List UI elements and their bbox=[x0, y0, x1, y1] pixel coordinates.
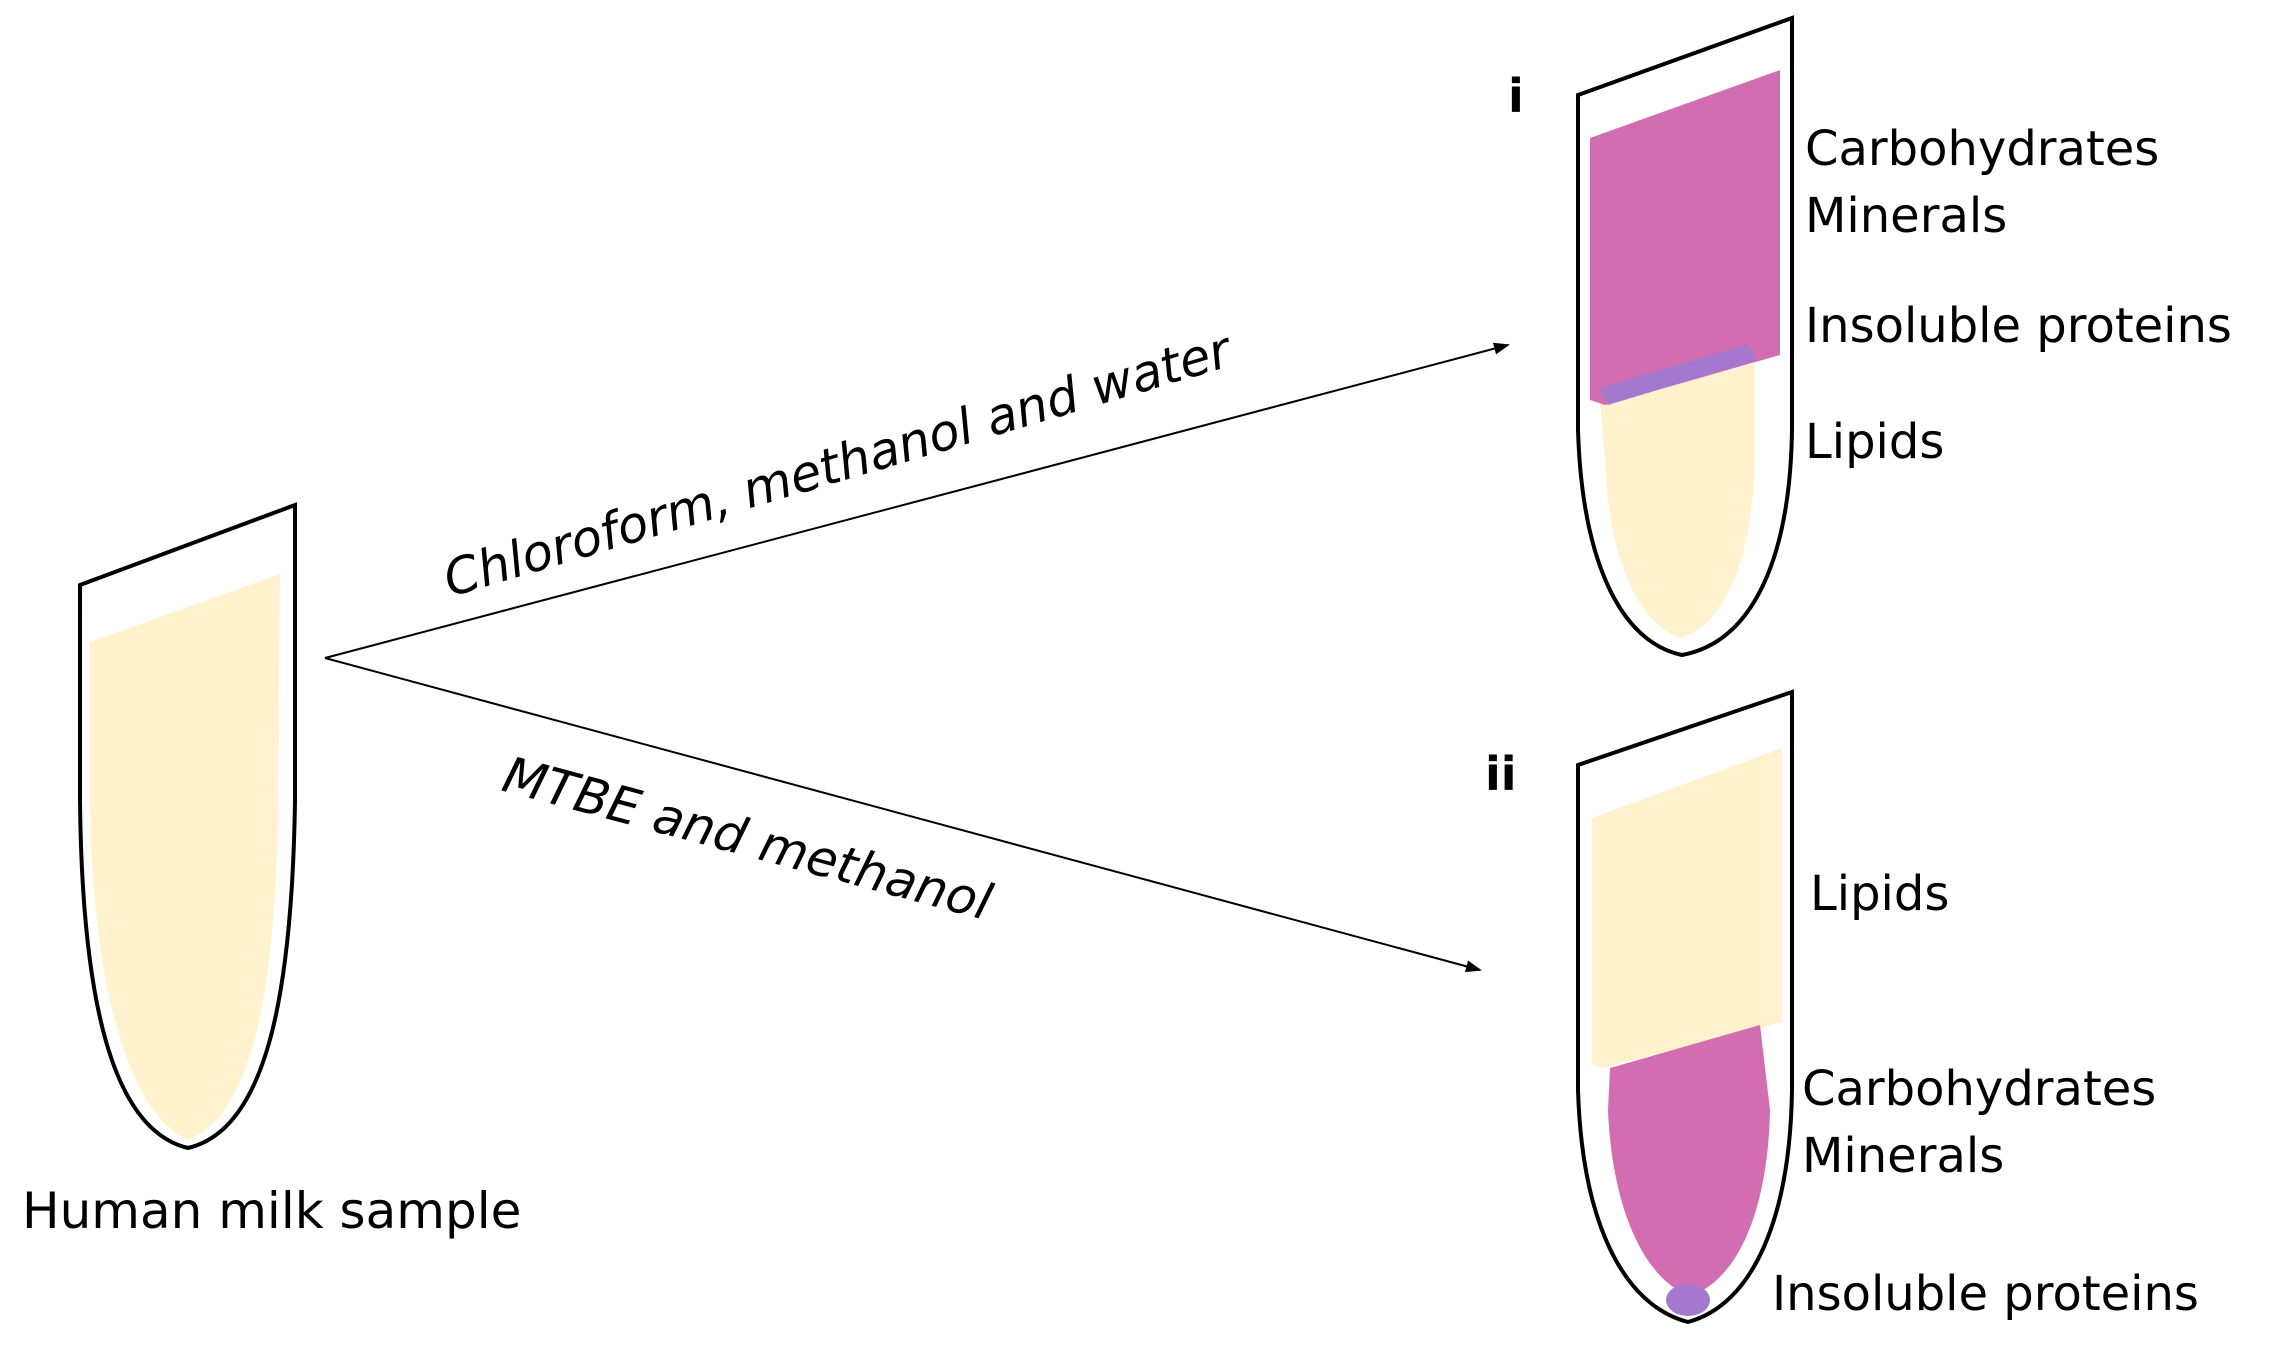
tube-ii-outline bbox=[1576, 689, 1794, 1325]
tube-i-lipids-label: Lipids bbox=[1805, 414, 1944, 470]
sample-tube bbox=[78, 502, 297, 1151]
tube-ii-insoluble-proteins-label: Insoluble proteins bbox=[1772, 1266, 2199, 1322]
tube-ii-carbohydrates-label: Carbohydrates bbox=[1802, 1061, 2156, 1117]
tube-i bbox=[1576, 15, 1794, 658]
tube-i-lipid-layer bbox=[1600, 364, 1755, 638]
tube-ii-marker: ii bbox=[1485, 747, 1517, 801]
arrow-method-i bbox=[324, 342, 1510, 659]
tube-i-aqueous-layer bbox=[1590, 70, 1780, 405]
method-i-reagents-label: Chloroform, methanol and water bbox=[437, 320, 1240, 609]
tube-ii-minerals-label: Minerals bbox=[1802, 1128, 2004, 1184]
sample-label: Human milk sample bbox=[22, 1182, 521, 1240]
tube-ii-protein-pellet bbox=[1666, 1284, 1710, 1316]
tube-i-insoluble-proteins-label: Insoluble proteins bbox=[1805, 298, 2232, 354]
tube-ii-aqueous-layer bbox=[1608, 1025, 1770, 1296]
tube-i-minerals-label: Minerals bbox=[1805, 188, 2007, 244]
tube-i-marker: i bbox=[1508, 69, 1524, 123]
tube-i-outline bbox=[1576, 15, 1794, 658]
tube-ii-lipids-label: Lipids bbox=[1810, 866, 1949, 922]
tube-i-protein-layer bbox=[1600, 344, 1756, 405]
sample-milk-fill bbox=[90, 574, 280, 1140]
sample-tube-outline bbox=[78, 502, 297, 1151]
method-ii-reagents-label: MTBE and methanol bbox=[497, 746, 998, 932]
tube-ii bbox=[1576, 689, 1794, 1325]
tube-ii-lipid-layer bbox=[1592, 748, 1782, 1068]
tube-i-carbohydrates-label: Carbohydrates bbox=[1805, 121, 2159, 177]
arrow-method-ii bbox=[324, 657, 1482, 973]
